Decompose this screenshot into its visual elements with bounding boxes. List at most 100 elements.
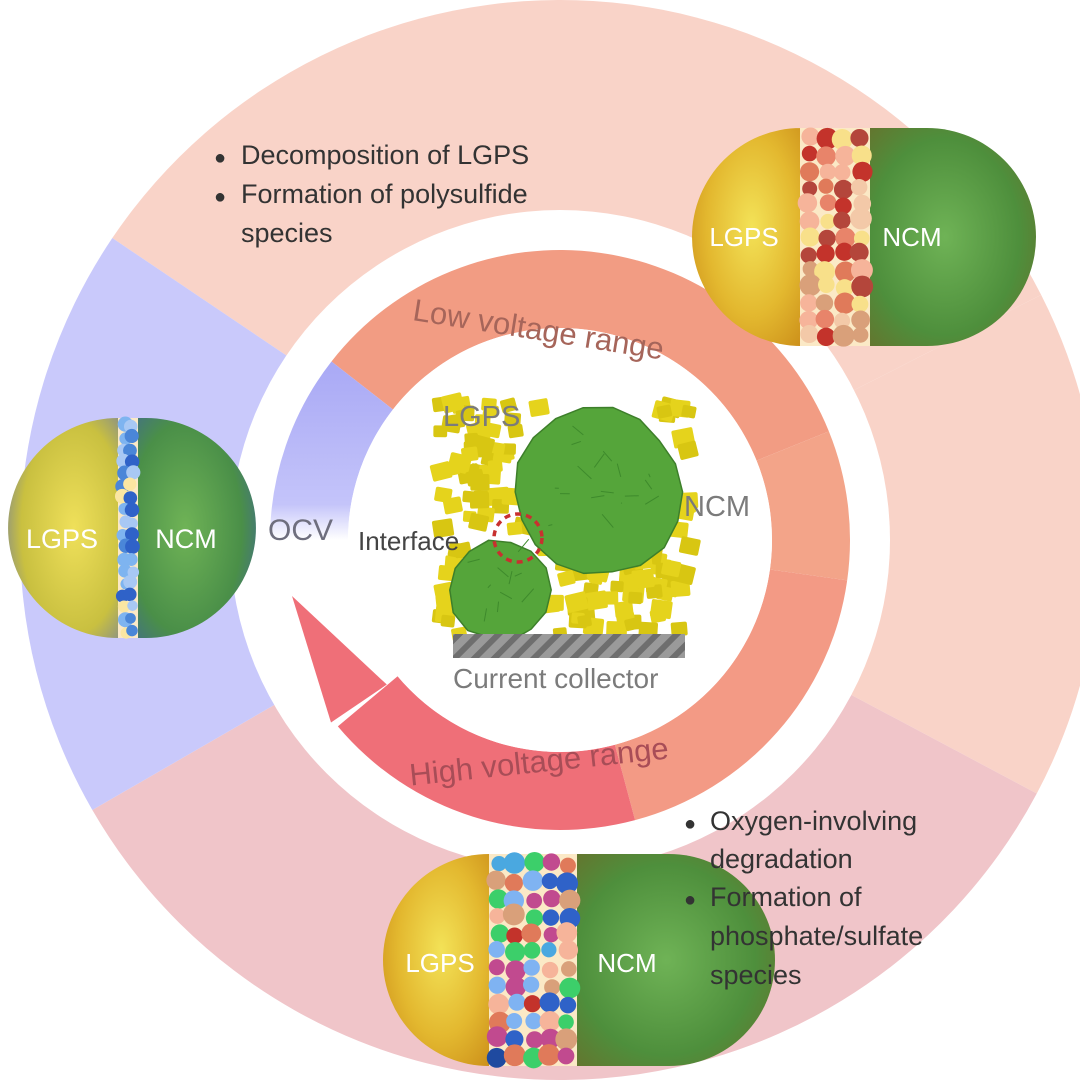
note-bullet: ● [684,889,696,911]
icon-top-lgps-label: LGPS [709,222,778,252]
interphase-particle [834,164,851,181]
interphase-particle [543,909,559,925]
interphase-particle [556,922,577,943]
interphase-particle [817,328,835,346]
current-collector-label: Current collector [453,663,658,694]
interphase-particle [508,994,525,1011]
note-bullet: ● [214,147,226,169]
interphase-particle [852,162,872,182]
interphase-particle [543,853,560,870]
interphase-particle [818,230,835,247]
interphase-particle [127,600,138,611]
interphase-particle [851,179,867,195]
interphase-particle [541,942,556,957]
interphase-particle [802,146,818,162]
lgps-particle [577,614,592,628]
interphase-particle [559,940,578,959]
interphase-particle [506,1013,522,1029]
lgps-particle [507,521,523,535]
lgps-particle [528,398,550,417]
interphase-particle [540,1011,561,1032]
lgps-particle [440,615,455,628]
note-oxygen: Oxygen-involving [710,806,917,836]
interphase-particle [853,327,869,343]
interphase-particle [820,194,837,211]
interphase-particle [542,873,558,889]
interphase-particle [850,243,869,262]
interphase-particle [123,575,137,589]
interphase-particle [850,129,868,147]
interphase-particle [126,625,138,637]
interphase-particle [125,553,138,566]
lgps-particle [470,474,490,491]
interphase-particle [491,924,509,942]
interphase-particle [833,325,855,347]
interphase-particle [851,276,873,298]
interphase-particle [488,994,509,1015]
lgps-particle [470,492,490,509]
interphase-particle [505,942,525,962]
icon-left-ncm-label: NCM [155,524,217,554]
interphase-particle [559,890,580,911]
interphase-particle [816,245,834,263]
interphase-particle [833,212,850,229]
interphase-particle [525,1013,542,1030]
interphase-particle [543,890,560,907]
interphase-particle [123,477,136,490]
interphase-particle [540,992,560,1012]
interphase-particle [126,465,140,479]
current-collector-bar [453,634,685,658]
interphase-particle [489,908,505,924]
interphase-particle [486,871,505,890]
note-species-low: species [241,218,333,248]
interphase-particle [561,961,577,977]
interphase-particle [801,247,817,263]
interphase-particle [820,214,835,229]
interphase-particle [489,959,505,975]
interphase-particle [851,311,870,330]
interface-icon-low-voltage: LGPS NCM [692,127,1036,346]
lgps-particle [488,459,503,473]
interphase-particle [125,429,139,443]
lgps-particle [603,591,619,604]
note-formation: Formation of [710,882,862,912]
interphase-particle [524,995,541,1012]
interphase-particle [524,852,544,872]
interphase-particle [816,294,833,311]
interphase-particle [503,903,525,925]
interphase-particle [523,959,539,975]
interphase-particle [125,613,136,624]
interphase-particle [523,870,544,891]
note-species-high: species [710,960,802,990]
note-polysulfide: Formation of polysulfide [241,179,528,209]
note-bullet: ● [684,813,696,835]
interphase-particle [521,923,541,943]
interphase-particle [526,893,542,909]
icon-bottom-ncm-label: NCM [597,948,656,978]
interphase-particle [560,997,577,1014]
interphase-particle [850,208,872,230]
interphase-particle [488,941,505,958]
interphase-particle [125,539,140,554]
interphase-particle [834,180,853,199]
interphase-particle [818,179,833,194]
interphase-particle [489,977,506,994]
interphase-particle [798,193,817,212]
note-degradation: degradation [710,844,853,874]
center-ncm-label: NCM [684,491,750,523]
interphase-particle [800,325,818,343]
interphase-particle [506,927,523,944]
interphase-particle [504,852,525,873]
interphase-particle [524,942,541,959]
interphase-particle [800,162,819,181]
ocv-label: OCV [268,514,333,547]
interphase-particle [816,310,834,328]
center-lgps-label: LGPS [443,401,520,433]
icon-left-lgps-label: LGPS [26,524,98,554]
interphase-particle [560,858,576,874]
interphase-particle [504,1044,526,1066]
lgps-particle [628,592,642,604]
interphase-particle [523,976,539,992]
